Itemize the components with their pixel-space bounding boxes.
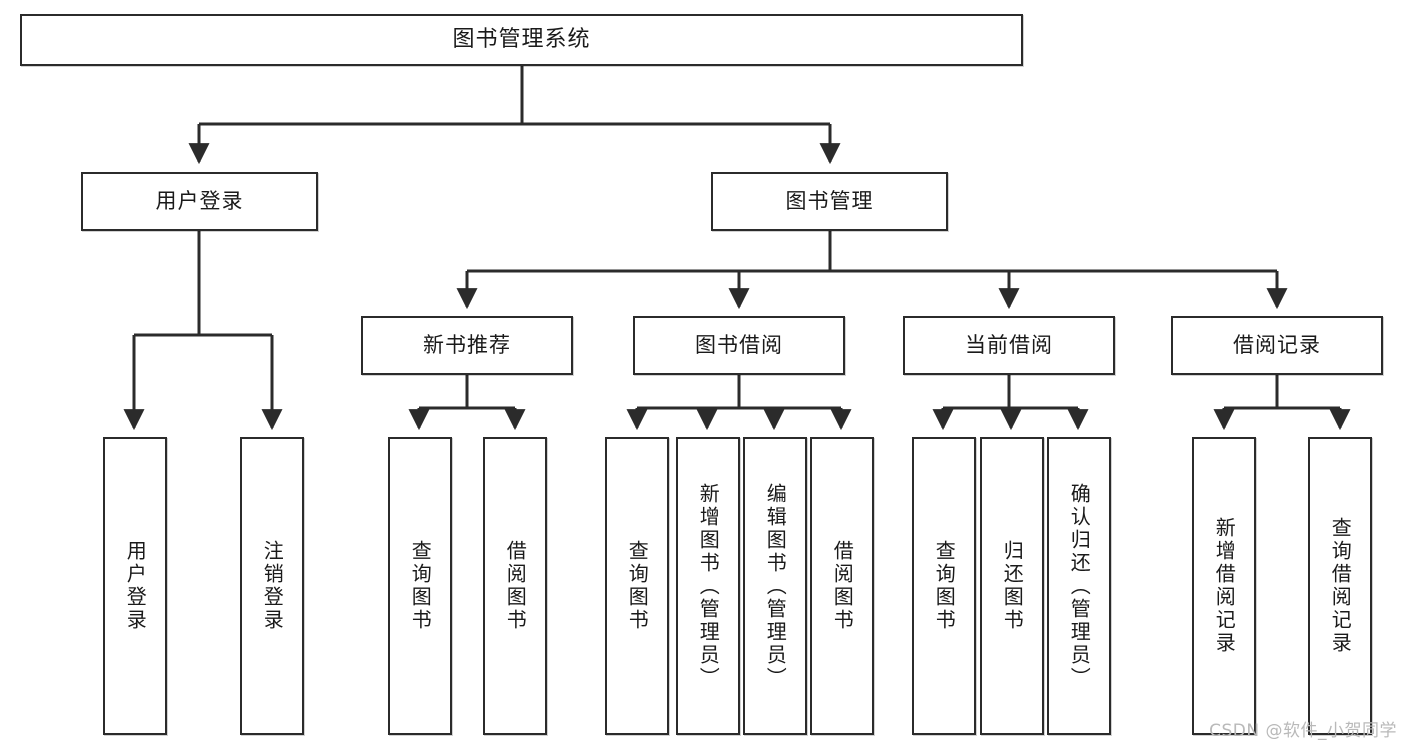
node-label: 新增借阅记录 (1212, 517, 1237, 655)
node-leaf-query-record[interactable]: 查询借阅记录 (1308, 437, 1372, 735)
node-leaf-borrow-book-1[interactable]: 借阅图书 (483, 437, 547, 735)
node-leaf-add-record[interactable]: 新增借阅记录 (1192, 437, 1256, 735)
node-label: 查询图书 (408, 540, 433, 632)
node-label: 图书借阅 (695, 332, 783, 357)
node-book-manage[interactable]: 图书管理 (711, 172, 948, 231)
node-label: 查询借阅记录 (1328, 517, 1353, 655)
node-label: 新增图书（管理员） (696, 482, 721, 690)
node-leaf-query-book-2[interactable]: 查询图书 (605, 437, 669, 735)
node-leaf-logout-login[interactable]: 注销登录 (240, 437, 304, 735)
node-leaf-return-book[interactable]: 归还图书 (980, 437, 1044, 735)
node-current-borrow[interactable]: 当前借阅 (903, 316, 1115, 375)
node-leaf-add-book[interactable]: 新增图书（管理员） (676, 437, 740, 735)
node-label: 用户登录 (155, 188, 244, 213)
node-leaf-query-book-3[interactable]: 查询图书 (912, 437, 976, 735)
node-label: 注销登录 (260, 540, 285, 632)
node-label: 用户登录 (123, 540, 148, 632)
node-root-system[interactable]: 图书管理系统 (20, 14, 1023, 66)
node-new-book-recommend[interactable]: 新书推荐 (361, 316, 573, 375)
node-label: 新书推荐 (423, 332, 511, 357)
node-leaf-confirm-return[interactable]: 确认归还（管理员） (1047, 437, 1111, 735)
node-leaf-borrow-book-2[interactable]: 借阅图书 (810, 437, 874, 735)
node-label: 借阅图书 (830, 540, 855, 632)
node-label: 归还图书 (1000, 540, 1025, 632)
node-borrow-record[interactable]: 借阅记录 (1171, 316, 1383, 375)
node-leaf-edit-book[interactable]: 编辑图书（管理员） (743, 437, 807, 735)
node-leaf-user-login[interactable]: 用户登录 (103, 437, 167, 735)
node-user-login[interactable]: 用户登录 (81, 172, 318, 231)
node-label: 图书管理系统 (452, 26, 591, 52)
node-book-borrow[interactable]: 图书借阅 (633, 316, 845, 375)
node-label: 图书管理 (785, 188, 874, 213)
node-label: 确认归还（管理员） (1067, 482, 1092, 690)
node-label: 编辑图书（管理员） (763, 482, 788, 690)
node-label: 当前借阅 (965, 332, 1053, 357)
node-label: 借阅记录 (1233, 332, 1321, 357)
node-label: 查询图书 (932, 540, 957, 632)
node-label: 查询图书 (625, 540, 650, 632)
node-leaf-query-book-1[interactable]: 查询图书 (388, 437, 452, 735)
node-label: 借阅图书 (503, 540, 528, 632)
watermark: CSDN @软件_小贺同学 (1209, 721, 1397, 741)
